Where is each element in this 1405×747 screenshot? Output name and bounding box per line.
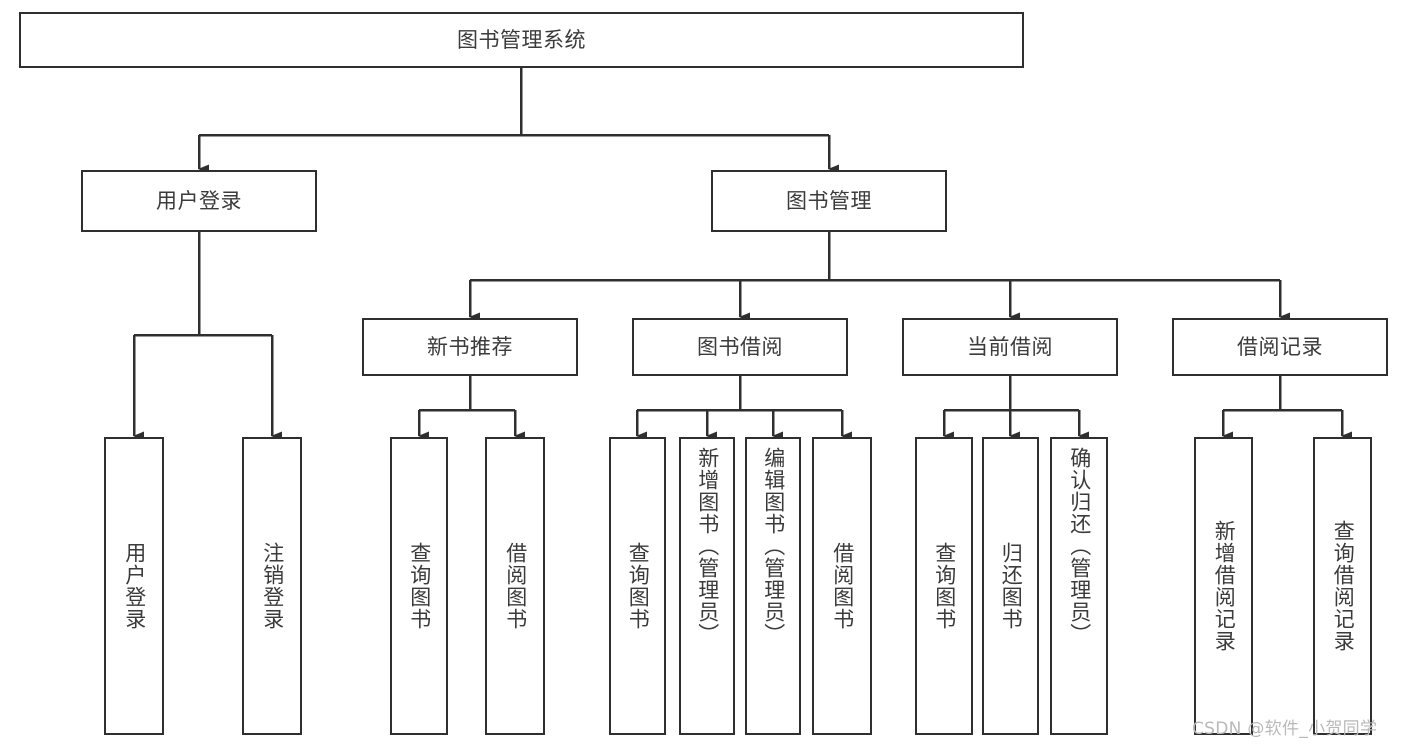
node-book-manage[interactable]: 图书管理 [711,170,947,232]
node-label: 用户登录 [156,188,242,213]
node-label: 图书管理系统 [457,27,586,52]
node-label: 查询借阅记录 [1331,520,1356,652]
node-root[interactable]: 图书管理系统 [19,12,1024,68]
node-leaf-borrow-book-rec[interactable]: 借阅图书 [485,437,545,735]
node-label: 图书管理 [786,188,872,213]
node-label: 借阅图书 [503,542,528,630]
node-leaf-query-book[interactable]: 查询图书 [609,437,666,735]
node-leaf-confirm-return[interactable]: 确认归还（管理员） [1050,437,1108,735]
node-borrow-record[interactable]: 借阅记录 [1172,318,1388,376]
node-leaf-add-record[interactable]: 新增借阅记录 [1194,437,1253,735]
node-leaf-logout[interactable]: 注销登录 [242,437,302,735]
node-label: 查询图书 [626,542,651,630]
node-label: 确认归还（管理员） [1067,447,1092,645]
node-label: 新增借阅记录 [1212,520,1237,652]
node-leaf-return-book[interactable]: 归还图书 [982,437,1039,735]
node-leaf-user-login[interactable]: 用户登录 [104,437,164,735]
node-new-book-recommend[interactable]: 新书推荐 [362,318,578,376]
node-label: 查询图书 [407,542,432,630]
node-label: 借阅图书 [830,542,855,630]
node-leaf-query-book-rec[interactable]: 查询图书 [390,437,448,735]
connector-edges [132,68,1352,441]
node-leaf-borrow-book[interactable]: 借阅图书 [812,437,872,735]
node-label: 借阅记录 [1237,334,1323,359]
node-label: 新书推荐 [427,334,513,359]
node-label: 编辑图书（管理员） [761,447,786,645]
node-leaf-query-book-cur[interactable]: 查询图书 [915,437,973,735]
node-leaf-edit-book[interactable]: 编辑图书（管理员） [745,437,801,735]
node-label: 用户登录 [122,542,147,630]
node-user-login[interactable]: 用户登录 [81,170,317,232]
node-current-borrow[interactable]: 当前借阅 [902,318,1118,376]
node-leaf-add-book[interactable]: 新增图书（管理员） [679,437,735,735]
node-label: 新增图书（管理员） [695,447,720,645]
node-label: 归还图书 [999,542,1024,630]
node-label: 注销登录 [260,542,285,630]
node-leaf-query-record[interactable]: 查询借阅记录 [1313,437,1372,735]
node-label: 查询图书 [932,542,957,630]
node-label: 当前借阅 [967,334,1053,359]
node-book-borrow[interactable]: 图书借阅 [632,318,848,376]
node-label: 图书借阅 [697,334,783,359]
